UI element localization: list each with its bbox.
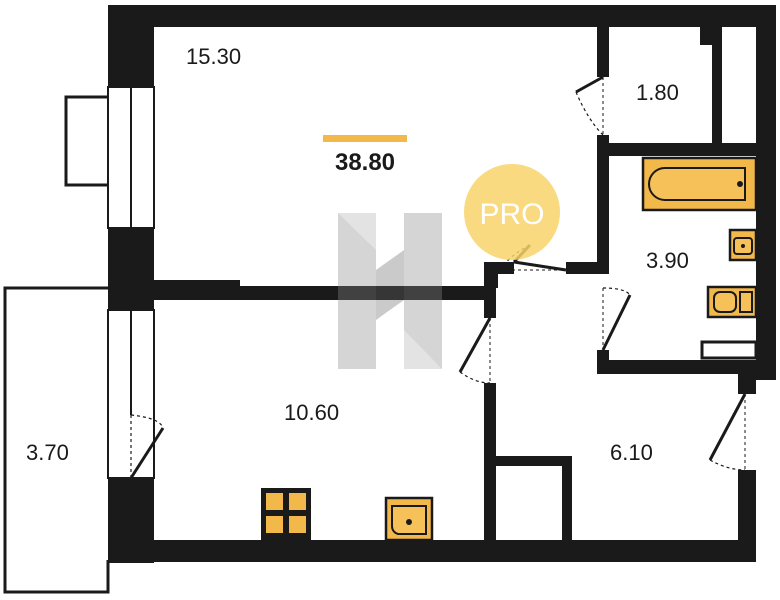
door-entrance bbox=[708, 393, 747, 471]
room-area-wc: 1.80 bbox=[636, 80, 679, 105]
window-kitchen bbox=[107, 309, 165, 479]
room-area-bathroom: 3.90 bbox=[646, 248, 689, 273]
pro-badge: PRO bbox=[464, 164, 560, 260]
bathtub-icon bbox=[641, 156, 758, 212]
total-area: 38.80 bbox=[323, 135, 407, 176]
toilet-icon bbox=[706, 285, 758, 319]
door-bathroom bbox=[601, 287, 632, 351]
outer-walls bbox=[108, 5, 776, 563]
total-area-value: 38.80 bbox=[335, 149, 395, 176]
watermark-logo-icon bbox=[338, 213, 442, 369]
balcony-outline bbox=[3, 286, 110, 594]
room-area-living-room: 15.30 bbox=[186, 44, 241, 69]
room-area-hallway: 6.10 bbox=[610, 440, 653, 465]
window-living-room bbox=[107, 86, 155, 229]
interior-walls bbox=[154, 27, 758, 543]
room-area-balcony: 3.70 bbox=[26, 440, 69, 465]
stove-icon bbox=[261, 488, 311, 540]
room-area-kitchen: 10.60 bbox=[284, 400, 339, 425]
pro-badge-text: PRO bbox=[479, 198, 544, 231]
kitchen-sink-icon bbox=[384, 496, 434, 542]
total-area-underline bbox=[323, 135, 407, 142]
window-bay-frame bbox=[64, 95, 108, 187]
door-wc bbox=[575, 75, 604, 136]
bathroom-sink-icon bbox=[728, 228, 758, 262]
door-kitchen bbox=[458, 317, 492, 384]
